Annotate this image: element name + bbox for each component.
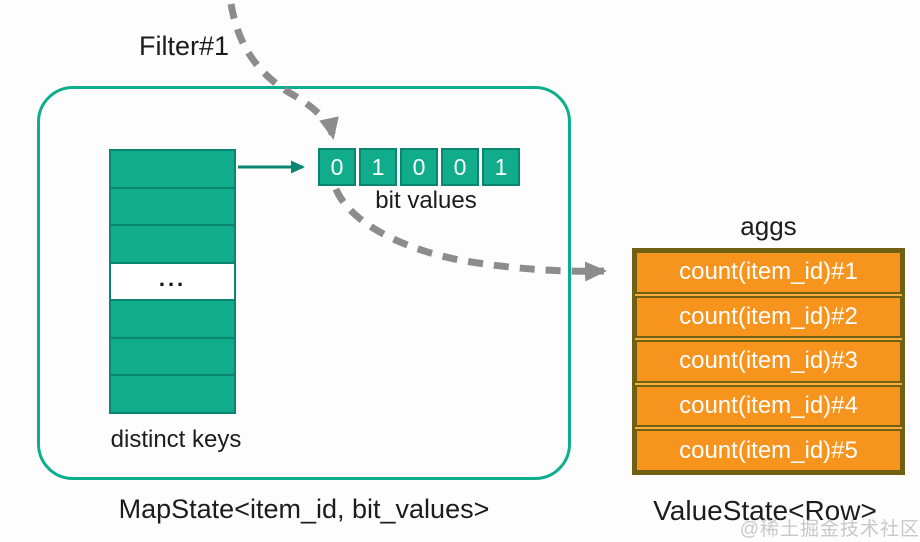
key-row-ellipsis: ... <box>109 261 236 302</box>
agg-row: count(item_id)#5 <box>635 429 902 472</box>
key-row <box>109 374 236 414</box>
agg-row: count(item_id)#2 <box>635 295 902 339</box>
bit-cell: 0 <box>441 148 479 186</box>
mapstate-caption: MapState<item_id, bit_values> <box>118 494 490 524</box>
bit-cell: 0 <box>318 148 356 186</box>
bit-cell: 1 <box>359 148 397 186</box>
agg-row: count(item_id)#4 <box>635 384 902 428</box>
valuestate-caption: ValueState<Row> <box>653 495 877 526</box>
watermark: @稀土掘金技术社区 <box>739 519 920 540</box>
agg-row: count(item_id)#1 <box>635 251 902 294</box>
key-row <box>109 149 236 189</box>
aggs-label: aggs <box>740 211 797 241</box>
key-row <box>109 186 236 227</box>
filter-label: Filter#1 <box>139 31 230 61</box>
distinct-keys-label: distinct keys <box>110 426 242 453</box>
bit-values-row: 0 1 0 0 1 <box>318 148 520 186</box>
key-row <box>109 224 236 264</box>
key-row <box>109 299 236 339</box>
key-row <box>109 336 236 377</box>
bit-cell: 1 <box>482 148 520 186</box>
aggs-stack: count(item_id)#1 count(item_id)#2 count(… <box>632 248 905 475</box>
bit-values-label: bit values <box>375 187 477 214</box>
distinct-keys-stack: ... <box>109 149 236 414</box>
agg-row: count(item_id)#3 <box>635 340 902 383</box>
bit-cell: 0 <box>400 148 438 186</box>
